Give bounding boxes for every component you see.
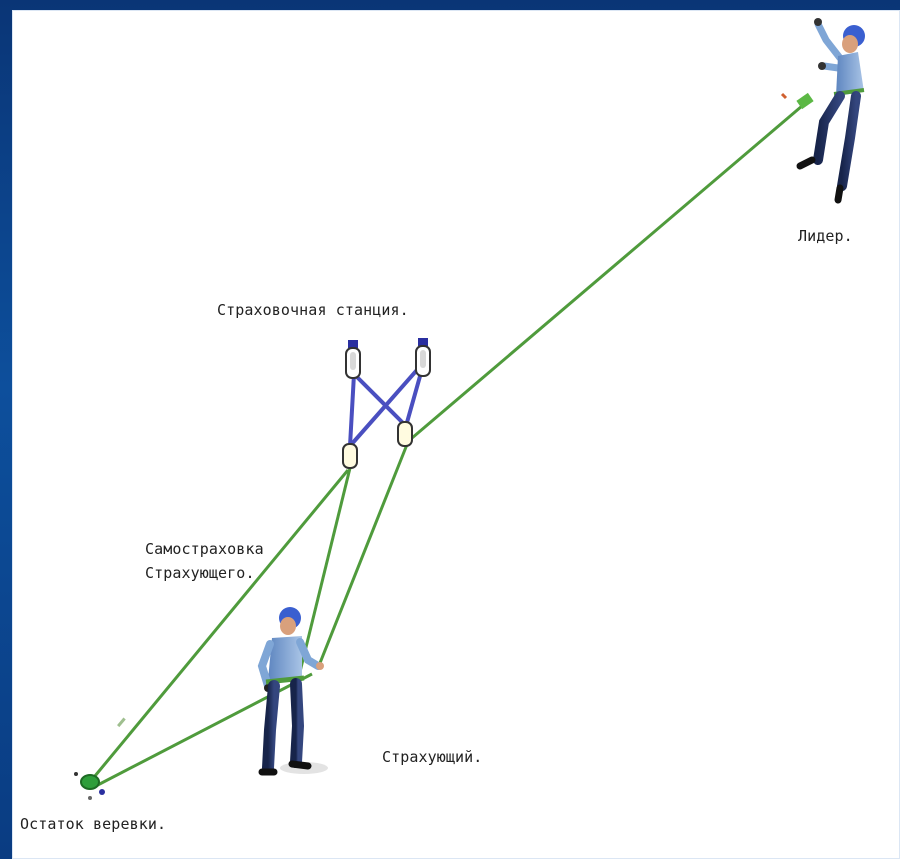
- rope-station-to-end: [88, 469, 350, 783]
- diagram-canvas: Лидер. Страховочная станция. Самострахов…: [12, 10, 900, 859]
- belayer-label: Страхующий.: [382, 748, 483, 766]
- self-belay-label-line1: Самостраховка: [145, 540, 264, 558]
- station-label: Страховочная станция.: [217, 301, 409, 319]
- rope-end-knot: [74, 772, 105, 800]
- rope-leader-to-station: [411, 104, 803, 440]
- self-belay-label: Самостраховка Страхующего.: [145, 537, 264, 585]
- rope-marker: [117, 717, 126, 728]
- belayer-figure: [257, 607, 328, 776]
- rope-end-label: Остаток веревки.: [20, 815, 167, 833]
- carabiner-main: [397, 421, 413, 447]
- self-belay-label-line2: Страхующего.: [145, 564, 255, 582]
- anchor-bolt-right: [415, 338, 431, 377]
- leader-label: Лидер.: [798, 227, 853, 245]
- rope-station-to-belayer: [316, 441, 410, 669]
- leader-figure: [780, 18, 865, 204]
- carabiner-self-belay: [342, 443, 358, 469]
- anchor-bolt-left: [345, 340, 361, 379]
- belay-diagram: [74, 18, 865, 800]
